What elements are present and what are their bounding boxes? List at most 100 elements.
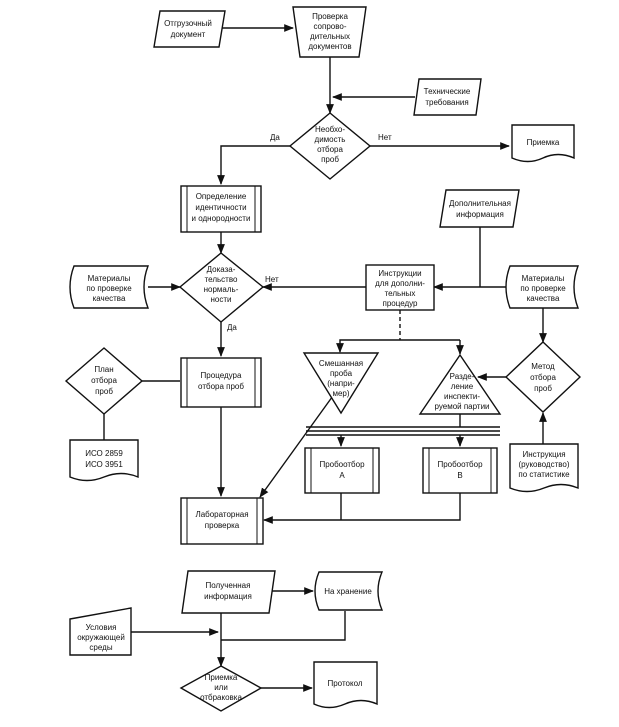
svg-text:или: или	[214, 683, 228, 692]
lot-split-node: Разде- ление инспекти- руемой партии	[418, 353, 502, 415]
statistics-instruction-node: Инструкция (руководство) по статистике	[509, 443, 579, 493]
svg-text:информация: информация	[456, 210, 504, 219]
svg-text:Полученная: Полученная	[206, 581, 251, 590]
svg-text:ИСО 2859: ИСО 2859	[85, 449, 123, 458]
svg-text:План: План	[94, 365, 113, 374]
svg-text:Доказа-: Доказа-	[207, 265, 236, 274]
svg-text:отбора проб: отбора проб	[198, 382, 244, 391]
svg-text:Инструкция: Инструкция	[522, 450, 565, 459]
svg-text:руемой партии: руемой партии	[434, 402, 489, 411]
need-sampling-decision: Необхо- димость отбора проб	[288, 112, 372, 180]
svg-text:проба: проба	[330, 369, 353, 378]
check-documents-node: Проверка сопрово- дительных документов	[292, 6, 367, 58]
svg-text:качества: качества	[527, 294, 560, 303]
svg-text:требования: требования	[425, 98, 468, 107]
sample-a-node: Пробоотбор А	[304, 447, 380, 494]
svg-text:В: В	[457, 471, 462, 480]
svg-text:Протокол: Протокол	[327, 679, 362, 688]
shipping-document-node: Отгрузочный документ	[153, 10, 226, 48]
svg-text:(напри-: (напри-	[327, 379, 355, 388]
svg-text:димость: димость	[315, 135, 346, 144]
svg-text:по проверке: по проверке	[520, 284, 566, 293]
edge-label-yes-top: Да	[270, 133, 280, 142]
svg-text:отбора: отбора	[530, 373, 556, 382]
svg-text:и однородности: и однородности	[192, 214, 251, 223]
svg-text:информация: информация	[204, 592, 252, 601]
svg-text:ности: ности	[211, 295, 232, 304]
svg-text:Инструкции: Инструкции	[378, 269, 421, 278]
svg-text:Пробоотбор: Пробоотбор	[437, 460, 483, 469]
sampling-plan-decision: План отбора проб	[64, 347, 144, 415]
quality-materials-left-node: Материалы по проверке качества	[69, 265, 150, 309]
svg-text:по проверке: по проверке	[86, 284, 132, 293]
svg-text:ление: ление	[451, 382, 474, 391]
svg-text:документов: документов	[308, 42, 351, 51]
svg-text:отбора: отбора	[317, 145, 343, 154]
svg-text:тельство: тельство	[205, 275, 238, 284]
svg-text:проб: проб	[321, 155, 339, 164]
svg-text:Процедура: Процедура	[201, 371, 242, 380]
svg-text:Лабораторная: Лабораторная	[195, 510, 248, 519]
svg-text:по статистике: по статистике	[518, 470, 570, 479]
acceptance-document-node: Приемка	[511, 124, 575, 163]
svg-text:ИСО 3951: ИСО 3951	[85, 460, 123, 469]
svg-text:нормаль-: нормаль-	[204, 285, 239, 294]
received-information-node: Полученная информация	[181, 570, 276, 614]
protocol-node: Протокол	[313, 661, 378, 709]
additional-information-node: Дополнительная информация	[439, 189, 520, 228]
laboratory-check-node: Лабораторная проверка	[180, 497, 264, 545]
edge-label-yes-mid: Да	[227, 323, 237, 332]
svg-text:инспекти-: инспекти-	[444, 392, 480, 401]
svg-text:проб: проб	[95, 387, 113, 396]
environment-conditions-node: Условия окружающей среды	[69, 607, 132, 656]
svg-text:тельных: тельных	[385, 289, 416, 298]
svg-text:Разде-: Разде-	[450, 372, 475, 381]
svg-text:Технические: Технические	[424, 87, 471, 96]
svg-text:качества: качества	[93, 294, 126, 303]
quality-materials-right-node: Материалы по проверке качества	[505, 265, 580, 309]
svg-text:Приемка: Приемка	[205, 673, 238, 682]
svg-text:(руководство): (руководство)	[518, 460, 569, 469]
svg-text:Отгрузочный: Отгрузочный	[164, 19, 212, 28]
svg-text:среды: среды	[89, 643, 112, 652]
edge-label-no-mid: Нет	[265, 275, 279, 284]
svg-text:проб: проб	[534, 384, 552, 393]
svg-text:документ: документ	[171, 30, 206, 39]
svg-text:процедур: процедур	[382, 299, 418, 308]
svg-text:Материалы: Материалы	[88, 274, 131, 283]
identity-determination-node: Определение идентичности и однородности	[180, 185, 262, 233]
svg-text:Необхо-: Необхо-	[315, 125, 345, 134]
svg-text:Смешанная: Смешанная	[319, 359, 363, 368]
svg-text:окружающей: окружающей	[77, 633, 125, 642]
edge-label-no-top: Нет	[378, 133, 392, 142]
svg-text:сопрово-: сопрово-	[313, 22, 346, 31]
svg-text:Приемка: Приемка	[527, 138, 560, 147]
connectors	[103, 24, 547, 692]
svg-text:На хранение: На хранение	[324, 587, 372, 596]
storage-node: На хранение	[314, 571, 384, 611]
normality-proof-decision: Доказа- тельство нормаль- ности	[178, 252, 265, 323]
svg-text:Дополнительная: Дополнительная	[449, 199, 511, 208]
mixed-sample-node: Смешанная проба (напри- мер)	[302, 352, 380, 415]
sample-b-node: Пробоотбор В	[422, 447, 498, 494]
svg-text:Материалы: Материалы	[522, 274, 565, 283]
additional-instructions-node: Инструкции для дополни- тельных процедур	[365, 264, 435, 311]
svg-text:отбора: отбора	[91, 376, 117, 385]
sampling-procedure-node: Процедура отбора проб	[180, 357, 262, 408]
iso-standards-node: ИСО 2859 ИСО 3951	[69, 439, 139, 482]
svg-text:мер): мер)	[332, 389, 349, 398]
svg-text:Проверка: Проверка	[312, 12, 348, 21]
svg-text:отбраковка: отбраковка	[200, 693, 242, 702]
svg-text:проверка: проверка	[205, 521, 240, 530]
svg-text:для дополни-: для дополни-	[375, 279, 425, 288]
svg-text:Определение: Определение	[196, 192, 247, 201]
svg-text:идентичности: идентичности	[195, 203, 246, 212]
sampling-method-decision: Метод отбора проб	[504, 341, 582, 413]
svg-text:Пробоотбор: Пробоотбор	[319, 460, 365, 469]
svg-text:дительных: дительных	[310, 32, 350, 41]
technical-requirements-node: Технические требования	[413, 78, 482, 116]
accept-or-reject-decision: Приемка или отбраковка	[179, 665, 263, 712]
svg-text:Условия: Условия	[86, 623, 117, 632]
svg-text:Метод: Метод	[531, 362, 555, 371]
